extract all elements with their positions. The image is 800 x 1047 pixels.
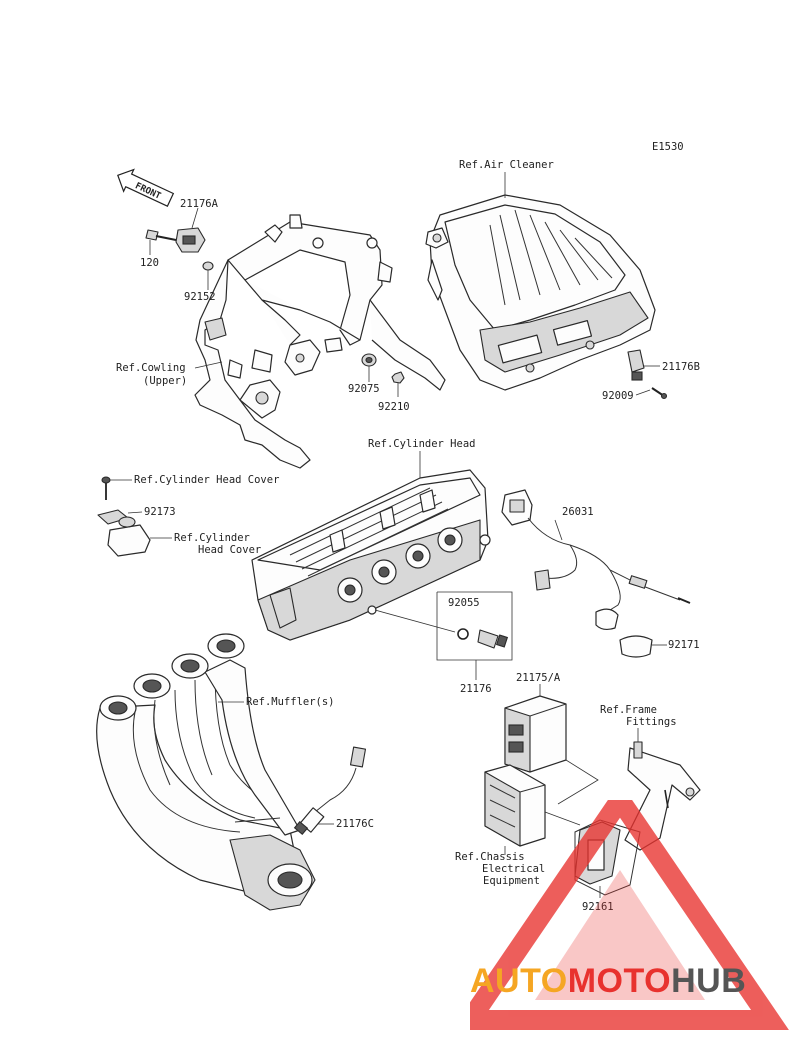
label-ref-frame-2: Fittings — [626, 716, 677, 728]
label-ref-cowling-1: Ref.Cowling — [116, 362, 186, 374]
label-ref-chassis-3: Equipment — [483, 875, 540, 887]
label-92009: 92009 — [602, 390, 634, 402]
watermark-part-hub: HUB — [671, 962, 747, 1000]
label-ref-cylinder-head: Ref.Cylinder Head — [368, 438, 475, 450]
part-92210-nut — [391, 371, 405, 397]
label-ref-mufflers: Ref.Muffler(s) — [246, 696, 335, 708]
watermark-triangle-icon — [470, 800, 789, 1030]
part-92075-grommet — [361, 353, 377, 382]
label-21176A: 21176A — [180, 198, 219, 210]
part-21176B-sensor — [627, 349, 660, 381]
label-21176C: 21176C — [336, 818, 374, 830]
label-26031: 26031 — [562, 506, 594, 518]
ecu-link-line — [557, 759, 599, 805]
label-21175A: 21175/A — [516, 672, 561, 684]
label-ref-frame-1: Ref.Frame — [600, 704, 657, 716]
part-92055-oring — [457, 628, 469, 640]
label-92075: 92075 — [348, 383, 380, 395]
label-120: 120 — [140, 257, 159, 269]
label-ref-cyl-head-cover-1: Ref.Cylinder Head Cover — [134, 474, 279, 486]
part-92009-screw — [635, 387, 668, 400]
label-ref-chassis-2: Electrical — [482, 863, 545, 875]
chassis-electrical-box — [484, 764, 546, 847]
part-92152-collar — [202, 261, 214, 290]
part-21176A-sensor — [175, 207, 206, 253]
watermark-part-auto: AUTO — [470, 962, 568, 1000]
label-ref-cyl-head-cover-2b: Head Cover — [198, 544, 261, 556]
front-arrow-icon: FRONT — [117, 168, 175, 207]
label-92152: 92152 — [184, 291, 216, 303]
label-21176B: 21176B — [662, 361, 700, 373]
label-92210: 92210 — [378, 401, 410, 413]
label-92055: 92055 — [448, 597, 480, 609]
label-ref-chassis-1: Ref.Chassis — [455, 851, 525, 863]
exhaust-headers — [96, 633, 316, 911]
label-21176: 21176 — [460, 683, 492, 695]
label-92173: 92173 — [144, 506, 176, 518]
part-21175A-ecu — [504, 695, 567, 773]
part-26031-harness — [501, 489, 691, 631]
label-ref-cyl-head-cover-2a: Ref.Cylinder — [174, 532, 250, 544]
cylinder-head — [251, 469, 491, 641]
group-box-21176 — [436, 591, 513, 661]
watermark-part-moto: MOTO — [567, 962, 672, 1000]
frame-screw — [664, 789, 669, 809]
frame-bracket-assembly — [194, 214, 446, 469]
air-cleaner-housing — [425, 194, 656, 391]
label-92171: 92171 — [668, 639, 700, 651]
part-92171-clamp — [619, 635, 667, 658]
watermark-logo-text: AUTOMOTOHUB — [470, 962, 746, 1001]
diagram-code: E1530 — [652, 141, 684, 153]
cyl-head-cover-bolt — [101, 476, 132, 500]
label-ref-air-cleaner: Ref.Air Cleaner — [459, 159, 554, 171]
part-21176C-sensor — [293, 746, 367, 836]
part-120-bolt — [145, 229, 177, 255]
part-21176-sensor — [477, 629, 509, 649]
label-ref-cowling-2: (Upper) — [143, 375, 187, 387]
part-92173-clamp — [97, 509, 143, 525]
label-92161: 92161 — [582, 901, 614, 913]
cyl-head-cover-fitting — [107, 516, 172, 557]
